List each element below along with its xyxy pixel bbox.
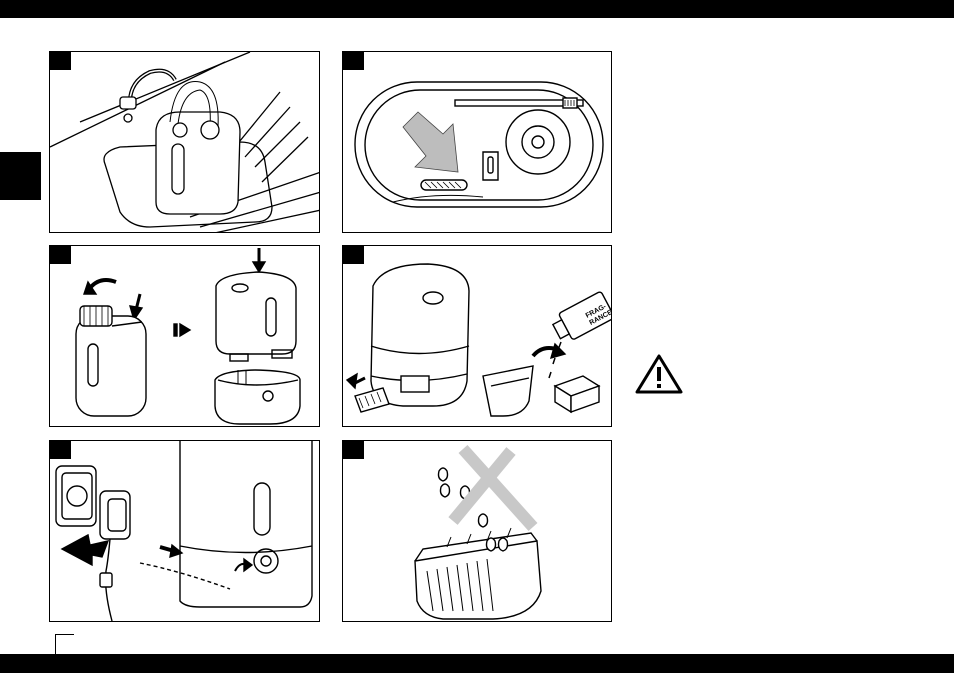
assemble-illustration	[50, 246, 320, 427]
top-bar	[0, 0, 954, 18]
bottom-bar	[0, 654, 954, 673]
page-number-box	[55, 634, 74, 654]
fill-at-tap-illustration	[50, 52, 320, 233]
base-top-view-illustration	[343, 52, 612, 233]
section-tab	[0, 152, 41, 200]
panel-power	[49, 440, 320, 622]
power-illustration	[50, 441, 320, 622]
panel-fill-at-tap	[49, 51, 320, 233]
panel-no-water	[342, 440, 612, 622]
fragrance-illustration: FRAG-RANCE	[343, 246, 612, 427]
no-water-illustration	[343, 441, 612, 622]
panel-base-top-view	[342, 51, 612, 233]
panel-assemble	[49, 245, 320, 427]
panel-fragrance: FRAG-RANCE	[342, 245, 612, 427]
warning-triangle-icon	[634, 353, 684, 395]
